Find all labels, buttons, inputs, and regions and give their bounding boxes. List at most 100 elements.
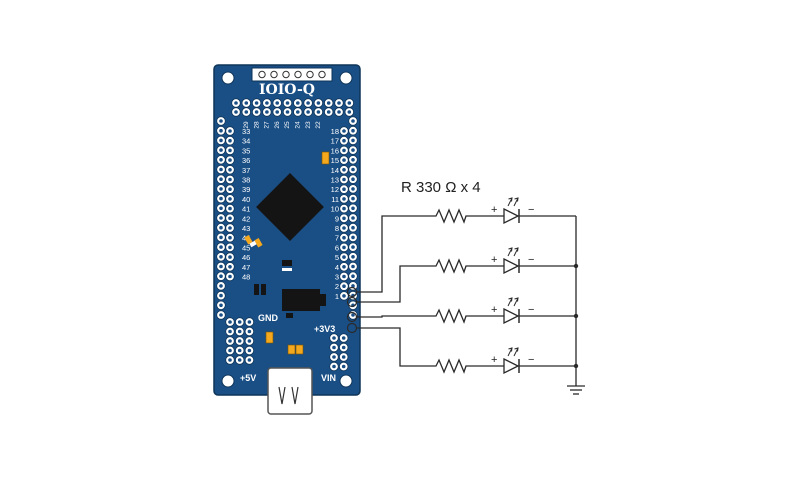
pad-hole bbox=[342, 235, 346, 240]
pad-hole bbox=[219, 303, 223, 308]
wire bbox=[356, 265, 432, 303]
header-pin bbox=[294, 70, 302, 79]
pad-hole bbox=[347, 110, 352, 114]
pad-hole bbox=[316, 110, 321, 114]
anode-sign: + bbox=[491, 354, 497, 366]
pad-hole bbox=[237, 329, 242, 334]
led-icon bbox=[503, 207, 520, 225]
pin-label: 4 bbox=[335, 263, 339, 272]
pin-label: 24 bbox=[295, 121, 302, 129]
pad-hole bbox=[228, 329, 232, 334]
mounting-hole bbox=[339, 71, 353, 85]
light-arrow-head bbox=[508, 347, 513, 352]
pad-hole bbox=[316, 101, 321, 105]
pad-hole bbox=[228, 177, 232, 182]
pad-hole bbox=[351, 225, 355, 230]
pad-hole bbox=[219, 138, 223, 143]
header-pin bbox=[282, 70, 290, 79]
pad-hole bbox=[342, 197, 346, 201]
led-icon bbox=[503, 357, 520, 375]
smd-component bbox=[254, 284, 259, 295]
pad-hole bbox=[228, 320, 232, 324]
pin-label: 10 bbox=[331, 205, 339, 214]
wire bbox=[356, 315, 432, 318]
pad-hole bbox=[351, 187, 355, 191]
pad-hole bbox=[351, 148, 355, 152]
usb-contact bbox=[291, 386, 299, 405]
pad-hole bbox=[332, 345, 336, 350]
header-pin bbox=[270, 70, 278, 79]
cathode-sign: − bbox=[528, 304, 534, 316]
pin-label: 18 bbox=[331, 127, 339, 136]
pad-hole bbox=[351, 128, 355, 133]
ground-icon bbox=[567, 385, 585, 395]
light-arrow-head bbox=[514, 297, 519, 302]
pad-hole bbox=[351, 119, 355, 123]
pin-label: 26 bbox=[274, 121, 281, 129]
pad-hole bbox=[347, 101, 352, 105]
smd-component bbox=[254, 238, 263, 248]
pad-hole bbox=[342, 187, 346, 191]
pin-label: 14 bbox=[331, 166, 339, 175]
pad-hole bbox=[228, 265, 232, 269]
pad-hole bbox=[351, 158, 355, 162]
pin-label: 5 bbox=[335, 253, 339, 262]
pad-hole bbox=[247, 348, 252, 353]
smd-component bbox=[265, 331, 274, 344]
pad-hole bbox=[342, 168, 346, 172]
led-channel: +− bbox=[346, 322, 579, 375]
pad-hole bbox=[265, 110, 269, 114]
vin-label: VIN bbox=[321, 373, 336, 383]
pin-label: 13 bbox=[331, 176, 339, 185]
led-circuit: R 330 Ω x 4 +−+−+−+− bbox=[346, 179, 585, 395]
pad-hole bbox=[351, 235, 355, 240]
right-pad-columns bbox=[339, 116, 358, 320]
light-arrow-head bbox=[508, 247, 513, 252]
pad-hole bbox=[228, 226, 232, 230]
pad-hole bbox=[228, 245, 232, 250]
anode-sign: + bbox=[491, 254, 497, 266]
pad-hole bbox=[228, 339, 232, 343]
cathode-sign: − bbox=[528, 204, 534, 216]
bottom-left-pad-block bbox=[225, 317, 255, 365]
left-pad-columns bbox=[216, 116, 235, 320]
pad-hole bbox=[342, 294, 346, 298]
pin-label: 11 bbox=[331, 195, 339, 204]
smd-component bbox=[287, 344, 296, 355]
anode-sign: + bbox=[491, 204, 497, 216]
smd-component bbox=[286, 313, 293, 318]
pad-hole bbox=[342, 206, 346, 211]
pin-label: 36 bbox=[242, 156, 250, 165]
pad-hole bbox=[326, 101, 331, 105]
pad-hole bbox=[228, 235, 232, 240]
pad-hole bbox=[275, 110, 280, 114]
pad-hole bbox=[219, 293, 223, 298]
pin-label: 23 bbox=[305, 121, 312, 129]
pad-hole bbox=[342, 274, 346, 279]
pad-hole bbox=[285, 110, 290, 114]
pad-hole bbox=[342, 255, 346, 259]
pin-label: 8 bbox=[335, 224, 339, 233]
pad-hole bbox=[219, 119, 223, 123]
pin-label: 1 bbox=[335, 292, 339, 301]
smd-component bbox=[244, 235, 253, 245]
mounting-hole bbox=[339, 374, 353, 388]
pad-hole bbox=[219, 235, 223, 240]
pad-hole bbox=[219, 245, 223, 249]
pad-hole bbox=[351, 167, 355, 172]
pad-hole bbox=[326, 110, 331, 114]
smd-component bbox=[282, 260, 292, 266]
gnd-label: GND bbox=[258, 313, 279, 323]
pin-label: 25 bbox=[284, 121, 291, 129]
pad-hole bbox=[351, 196, 355, 201]
pin-label: 3 bbox=[335, 273, 339, 282]
mounting-hole bbox=[221, 71, 235, 85]
header-pin bbox=[318, 70, 326, 79]
light-arrow-head bbox=[514, 247, 519, 252]
pin-label: 41 bbox=[242, 205, 250, 214]
pad-hole bbox=[296, 101, 300, 105]
pin-labels: 3334353637383940414243444546474818171615… bbox=[242, 121, 339, 301]
pad-hole bbox=[228, 255, 232, 259]
pad-hole bbox=[237, 358, 242, 362]
